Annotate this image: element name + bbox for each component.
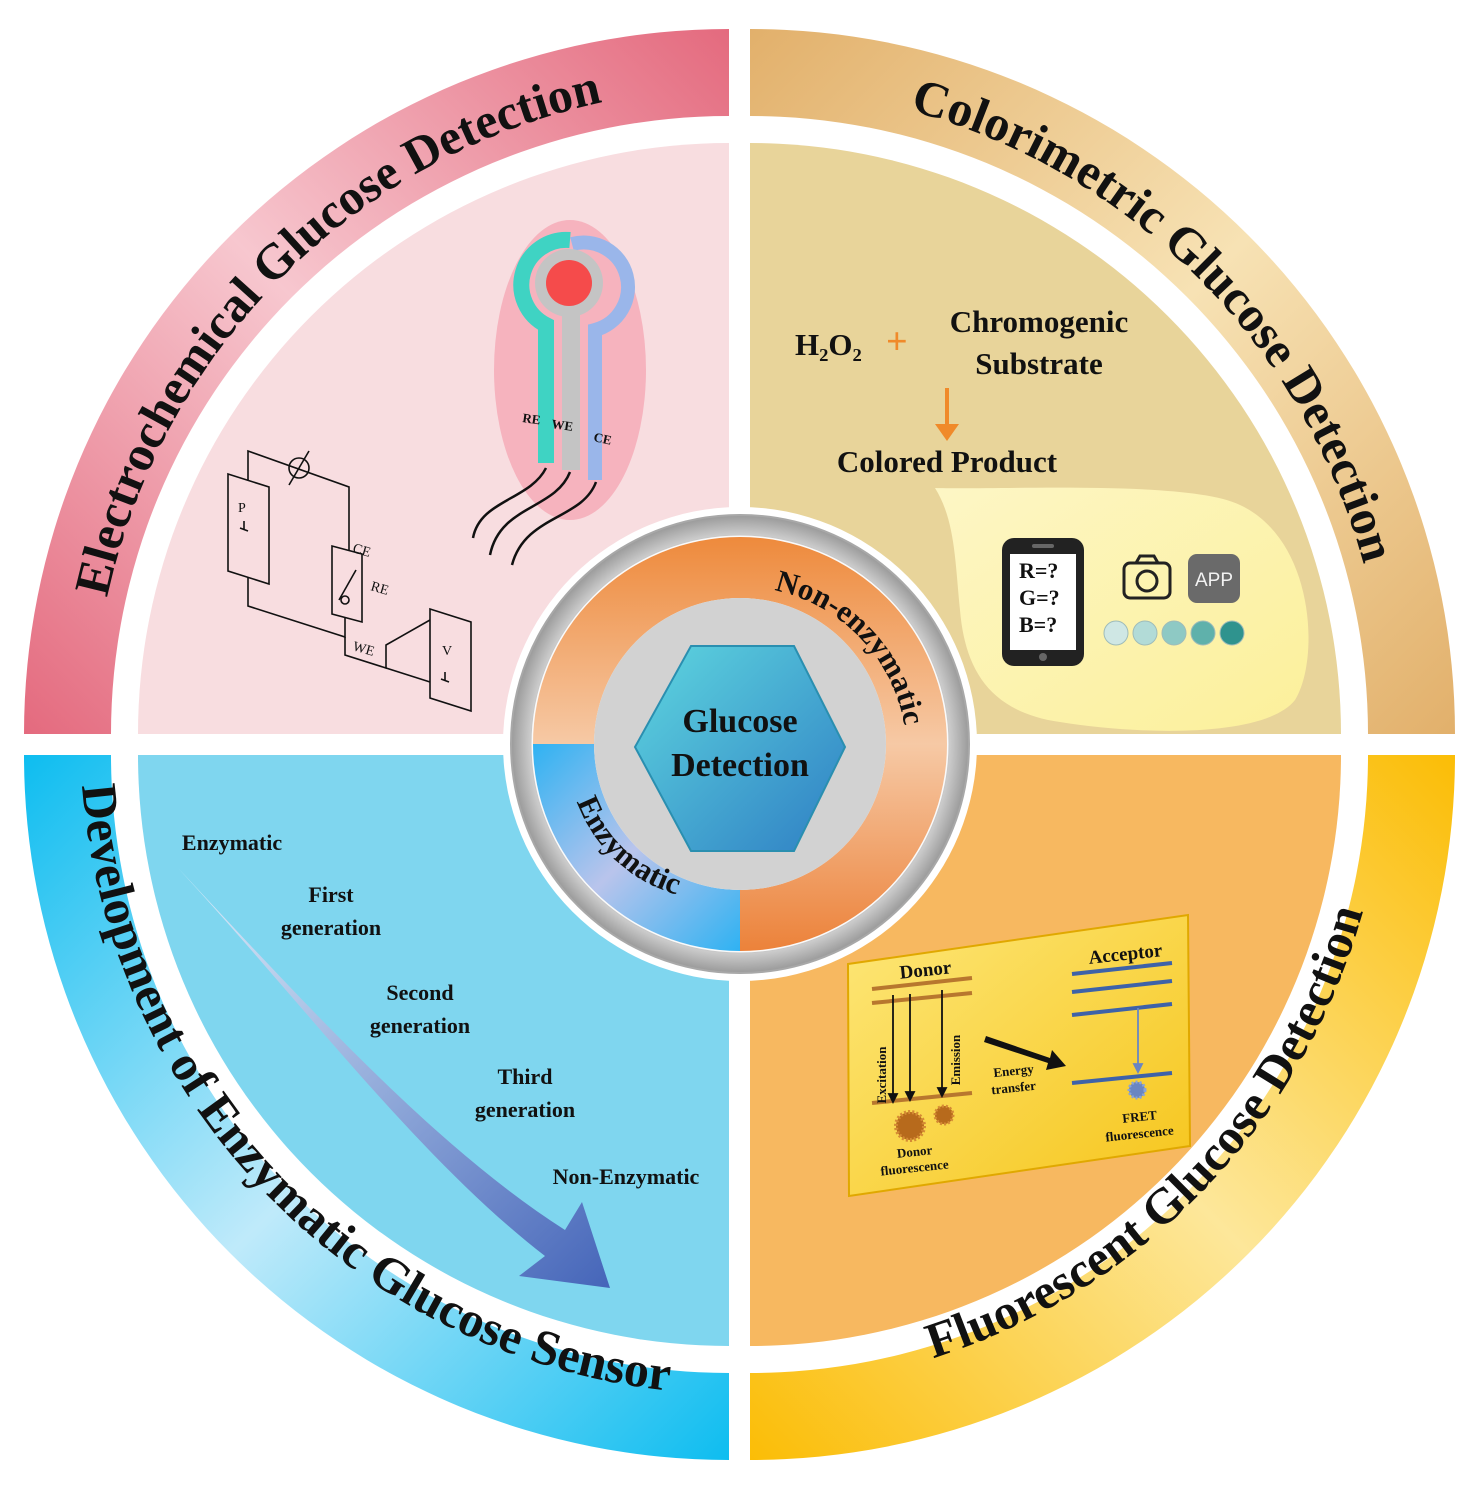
ring-colorimetric: [750, 29, 1455, 734]
energy-label: Energy: [993, 1061, 1035, 1080]
voltmeter-box: [429, 607, 472, 713]
transfer-label: transfer: [990, 1078, 1036, 1098]
reactant-chromogenic: Chromogenic: [950, 304, 1129, 339]
stage-second-line1: Second: [386, 980, 453, 1005]
center-title-line2: Detection: [671, 747, 809, 784]
energy-transfer-arrow: [984, 1036, 1066, 1070]
stage-first-line2: generation: [281, 915, 381, 940]
color-dot: [1190, 620, 1216, 646]
camera-icon: [1122, 554, 1172, 600]
acceptor-fluorophore: [1127, 1080, 1147, 1100]
donor-fluorophore-small: [933, 1104, 955, 1126]
colored-product: Colored Product: [837, 444, 1058, 479]
cell-box: [331, 544, 363, 624]
excitation-label: Excitation: [874, 1046, 889, 1104]
ce-strip: [570, 235, 635, 480]
wire: [471, 467, 548, 539]
we-strip: [562, 300, 580, 470]
transition-arrows: [887, 990, 1144, 1105]
donor-fluorescence-label2: fluorescence: [880, 1156, 950, 1178]
resistor-arrow: [288, 450, 310, 486]
ring-fluorescent: [750, 755, 1455, 1460]
circuit-wire: [385, 667, 431, 683]
app-label: APP: [1195, 570, 1233, 591]
stage-enzymatic: Enzymatic: [182, 830, 282, 855]
cell-switch: [338, 569, 357, 601]
circuit-label-we: WE: [351, 639, 376, 659]
circuit-diagram: [227, 449, 472, 713]
emission-label: Emission: [948, 1034, 963, 1085]
fluorophores: [894, 1080, 1147, 1142]
reactant-h2o2: H₂O₂: [795, 327, 862, 362]
enzymatic-ring: [533, 744, 740, 951]
stage-first-line1: First: [308, 882, 354, 907]
re-strip: [513, 231, 571, 463]
fret-panel: [846, 913, 1192, 1198]
color-dot: [1132, 620, 1158, 646]
circuit-label-p: P: [238, 501, 246, 516]
sensing-spot: [546, 260, 592, 306]
glucose-hexagon: [633, 645, 847, 852]
electrode-label-we: WE: [551, 416, 575, 434]
stage-third-line2: generation: [475, 1097, 575, 1122]
circuit-label-re: RE: [369, 579, 390, 598]
center-title-line1: Glucose: [682, 703, 797, 740]
donor-levels: [871, 976, 973, 1105]
acceptor-levels: [1071, 961, 1173, 1085]
donor-fluorescence-label: Donor: [896, 1142, 933, 1161]
phone-g: G=?: [1019, 585, 1060, 610]
phone-r: R=?: [1019, 558, 1058, 583]
color-dot: [1103, 620, 1129, 646]
fret-label: FRET: [1122, 1107, 1158, 1126]
electrode-label-ce: CE: [592, 429, 613, 447]
electrode-illustration: RE WE CE: [471, 220, 646, 566]
ring-enzymatic: [24, 755, 729, 1460]
color-scale: [1103, 620, 1245, 646]
electrode-label-re: RE: [522, 410, 542, 427]
wire: [488, 471, 572, 556]
ring-electrochemical: [24, 29, 729, 734]
resistor-symbol: [288, 457, 310, 479]
donor-fluorophore: [894, 1110, 926, 1142]
phone-b: B=?: [1019, 612, 1057, 637]
stage-non-enzymatic: Non-Enzymatic: [553, 1164, 700, 1189]
non-enzymatic-ring: [533, 537, 947, 951]
color-dot: [1161, 620, 1187, 646]
stage-second-line2: generation: [370, 1013, 470, 1038]
app-icon: [1188, 554, 1240, 603]
circuit-label-ce: CE: [351, 541, 372, 560]
plus-sign: +: [886, 321, 908, 363]
generation-arrow: [178, 868, 610, 1288]
stage-third-line1: Third: [497, 1064, 552, 1089]
smartphone-icon: [1002, 538, 1084, 666]
reaction-arrow: [935, 388, 959, 441]
circuit-wire: [247, 577, 346, 639]
wire: [510, 481, 598, 566]
fret-fluorescence-label: fluorescence: [1105, 1122, 1175, 1144]
cell-node: [340, 595, 350, 605]
reactant-substrate: Substrate: [975, 346, 1102, 381]
color-dot: [1219, 620, 1245, 646]
generation-stages: Enzymatic First generation Second genera…: [182, 830, 700, 1189]
circuit-label-v: V: [442, 644, 452, 659]
potentiostat-box: [227, 472, 270, 586]
